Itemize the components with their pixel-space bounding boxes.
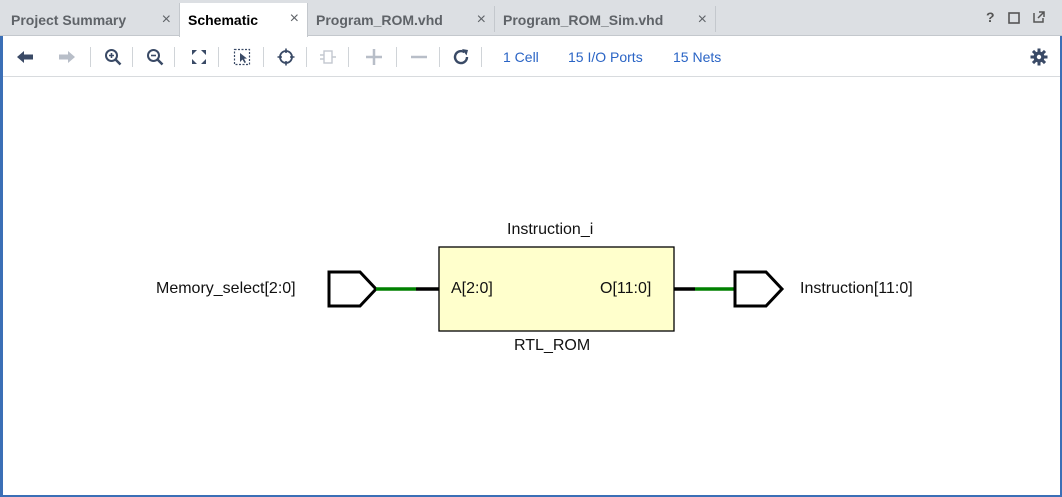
tab-label: Program_ROM_Sim.vhd: [503, 12, 664, 28]
minus-icon[interactable]: [407, 45, 431, 69]
toolbar-divider: [306, 47, 307, 67]
schematic-toolbar: 1 Cell 15 I/O Ports 15 Nets: [3, 37, 1060, 77]
input-port-symbol: [327, 270, 379, 308]
zoom-fit-icon[interactable]: [187, 45, 211, 69]
crosshair-icon[interactable]: [274, 45, 298, 69]
toolbar-divider: [132, 47, 133, 67]
cell-count-link[interactable]: 1 Cell: [503, 49, 539, 65]
toolbar-divider: [481, 47, 482, 67]
zoom-in-icon[interactable]: [101, 45, 125, 69]
plus-icon[interactable]: [362, 45, 386, 69]
toolbar-divider: [90, 47, 91, 67]
close-icon[interactable]: ×: [289, 10, 299, 27]
nets-link[interactable]: 15 Nets: [673, 49, 722, 65]
toolbar-divider: [174, 47, 175, 67]
output-port-symbol: [733, 270, 785, 308]
zoom-out-icon[interactable]: [143, 45, 167, 69]
expand-icon[interactable]: [316, 45, 340, 69]
tab-program-rom-sim-vhd[interactable]: Program_ROM_Sim.vhd ×: [495, 4, 715, 36]
toolbar-divider: [396, 47, 397, 67]
zoom-area-icon[interactable]: [230, 45, 254, 69]
tab-label: Program_ROM.vhd: [316, 12, 443, 28]
instance-name-label[interactable]: Instruction_i: [507, 221, 594, 238]
toolbar-divider: [348, 47, 349, 67]
tab-label: Project Summary: [11, 12, 127, 28]
gear-icon[interactable]: [1027, 45, 1051, 69]
close-icon[interactable]: ×: [697, 11, 707, 28]
schematic-drawing: [327, 246, 785, 332]
tab-schematic[interactable]: Schematic ×: [179, 3, 308, 37]
cell-type-label: RTL_ROM: [514, 337, 591, 354]
toolbar-divider: [263, 47, 264, 67]
io-ports-link[interactable]: 15 I/O Ports: [568, 49, 643, 65]
close-icon[interactable]: ×: [476, 11, 486, 28]
rom-cell-body: [438, 246, 675, 332]
restore-icon[interactable]: [1008, 11, 1020, 27]
input-port-label[interactable]: Memory_select[2:0]: [156, 280, 296, 297]
tab-bar: Project Summary × Schematic × Program_RO…: [0, 0, 1062, 37]
tab-program-rom-vhd[interactable]: Program_ROM.vhd ×: [308, 4, 494, 36]
back-icon[interactable]: [13, 45, 37, 69]
tab-divider: [715, 6, 716, 32]
tab-label: Schematic: [188, 12, 259, 28]
toolbar-divider: [439, 47, 440, 67]
refresh-icon[interactable]: [449, 45, 473, 69]
input-pin-label: A[2:0]: [451, 280, 493, 297]
schematic-canvas[interactable]: Instruction_i A[2:0] O[11:0] RTL_ROM Mem…: [3, 78, 1060, 495]
output-port-label[interactable]: Instruction[11:0]: [800, 280, 913, 297]
forward-icon[interactable]: [55, 45, 79, 69]
toolbar-divider: [218, 47, 219, 67]
output-pin-label: O[11:0]: [600, 280, 652, 297]
close-icon[interactable]: ×: [161, 11, 171, 28]
tab-divider: [494, 6, 495, 32]
tab-project-summary[interactable]: Project Summary ×: [3, 4, 179, 36]
float-icon[interactable]: [1032, 10, 1046, 27]
help-icon[interactable]: ?: [986, 9, 995, 25]
